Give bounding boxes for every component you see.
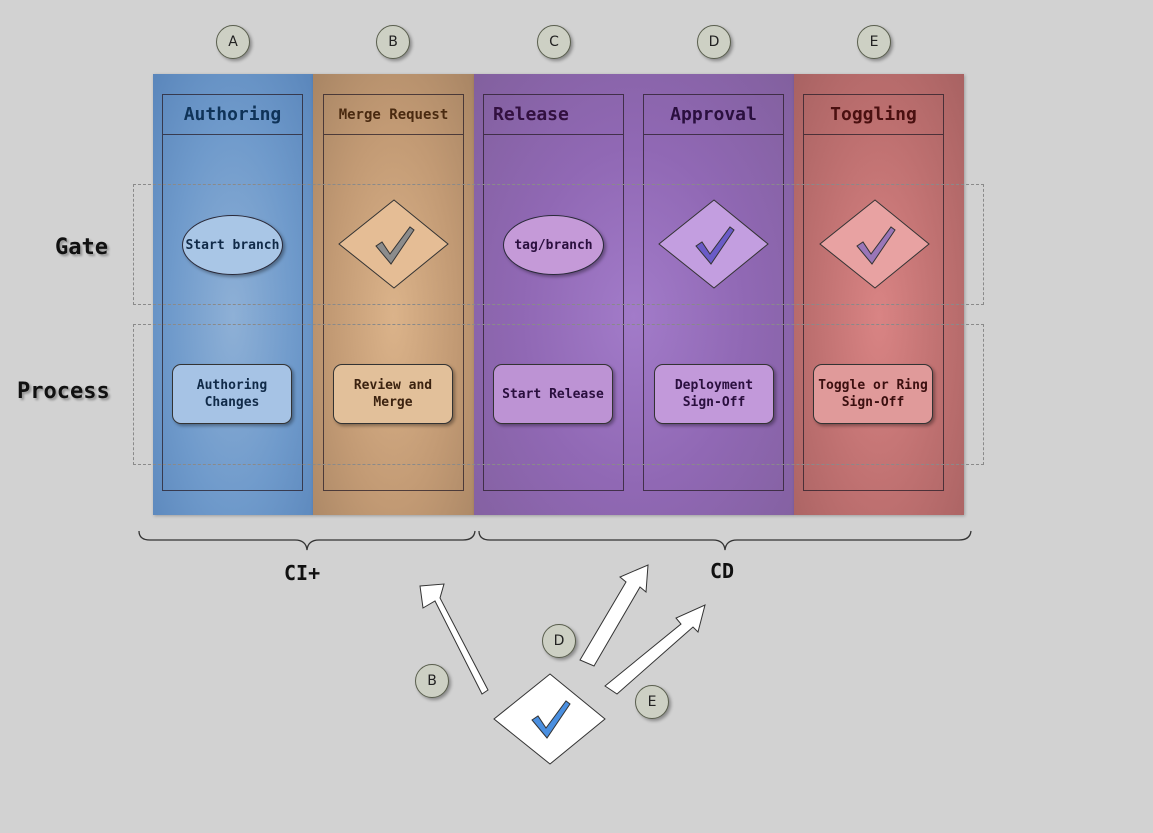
authoring-band bbox=[153, 74, 313, 515]
deployment-sign-off-process: Deployment Sign-Off bbox=[654, 364, 774, 424]
toggling-band bbox=[794, 74, 964, 515]
check-icon bbox=[695, 226, 735, 265]
tag-branch-gate: tag/branch bbox=[503, 215, 604, 275]
central-approval-diamond bbox=[493, 673, 606, 765]
lane-title-merge-request: Merge Request bbox=[324, 95, 463, 135]
authoring-changes-process: Authoring Changes bbox=[172, 364, 292, 424]
lane-authoring: Authoring bbox=[162, 94, 303, 491]
ci-phase-label: CI+ bbox=[284, 561, 321, 585]
column-label-c: C bbox=[537, 25, 571, 59]
column-label-a: A bbox=[216, 25, 250, 59]
arrow-label-d: D bbox=[542, 624, 576, 658]
lane-title-approval: Approval bbox=[644, 95, 783, 135]
column-label-d: D bbox=[697, 25, 731, 59]
gate-row bbox=[133, 184, 984, 305]
check-icon bbox=[531, 700, 571, 739]
merge-approval-diamond bbox=[338, 199, 449, 289]
lane-title-release: Release bbox=[484, 95, 623, 135]
arrow-label-b: B bbox=[415, 664, 449, 698]
review-and-merge-process: Review and Merge bbox=[333, 364, 453, 424]
lane-approval: Approval bbox=[643, 94, 784, 491]
phase-braces bbox=[138, 530, 972, 551]
release-approval-band bbox=[474, 74, 794, 515]
column-label-e: E bbox=[857, 25, 891, 59]
lane-merge-request: Merge Request bbox=[323, 94, 464, 491]
toggle-approval-diamond bbox=[819, 199, 930, 289]
start-branch-gate: Start branch bbox=[182, 215, 283, 275]
toggle-or-ring-sign-off-process: Toggle or Ring Sign-Off bbox=[813, 364, 933, 424]
lane-title-authoring: Authoring bbox=[163, 95, 302, 135]
start-release-process: Start Release bbox=[493, 364, 613, 424]
process-row bbox=[133, 324, 984, 465]
check-icon bbox=[856, 226, 896, 265]
lane-release: Release bbox=[483, 94, 624, 491]
lane-title-toggling: Toggling bbox=[804, 95, 943, 135]
lane-toggling: Toggling bbox=[803, 94, 944, 491]
deployment-approval-diamond bbox=[658, 199, 769, 289]
process-row-label: Process bbox=[17, 379, 110, 404]
check-icon bbox=[375, 226, 415, 265]
cd-phase-label: CD bbox=[710, 559, 735, 583]
merge-request-band bbox=[313, 74, 474, 515]
column-label-b: B bbox=[376, 25, 410, 59]
gate-row-label: Gate bbox=[55, 235, 108, 260]
arrow-label-e: E bbox=[635, 685, 669, 719]
arrows bbox=[419, 564, 706, 695]
